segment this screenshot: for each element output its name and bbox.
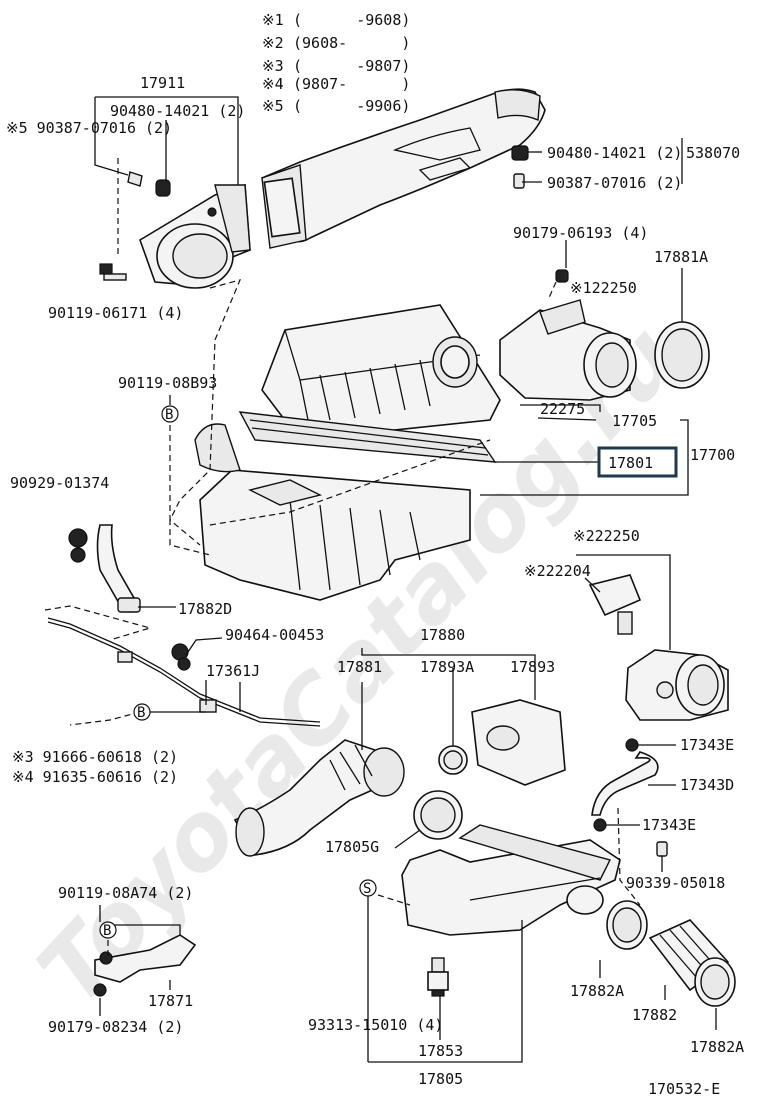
air-flow-meter-122250 [499, 269, 637, 401]
bracket-17871 [93, 934, 197, 997]
leader-lines [94, 96, 717, 1063]
figure-code: 170532-E [648, 1080, 720, 1098]
label-17801: 17801 [608, 454, 653, 472]
label-17343E-top: 17343E [680, 736, 734, 754]
grommet-left [155, 179, 171, 197]
note-range-1: ( -9608) [293, 11, 410, 29]
label-17881: 17881 [337, 658, 382, 676]
ref-symbol-s: S [359, 879, 377, 897]
clamp-17805G [413, 790, 463, 840]
label-17361J: 17361J [206, 662, 260, 680]
resonator-17805 [401, 824, 621, 936]
label-17700: 17700 [690, 446, 735, 464]
label-93313-15010: 93313-15010 (4) [308, 1016, 443, 1034]
ref-symbol-b-top: B [161, 405, 179, 423]
label-90179-06193: 90179-06193 (4) [513, 224, 648, 242]
note-mark-5: ※5 [262, 97, 284, 115]
clip-right [513, 173, 525, 189]
note-mark-3: ※3 [262, 57, 284, 75]
label-538070: 538070 [686, 144, 740, 162]
note-range-5: ( -9906) [293, 97, 410, 115]
label-22275: 22275 [540, 400, 585, 418]
label-90119-06171: 90119-06171 (4) [48, 304, 183, 322]
label-91666: ※3 91666-60618 (2) [12, 748, 178, 766]
resonator-cap-17893 [471, 699, 566, 786]
label-17343E-bottom: 17343E [642, 816, 696, 834]
label-17880: 17880 [420, 626, 465, 644]
svg-text:B: B [103, 923, 111, 939]
note-range-3: ( -9807) [293, 57, 410, 75]
intake-duct-538070 [260, 88, 546, 249]
clip-left [127, 171, 143, 187]
svg-text:S: S [363, 881, 371, 897]
bracket-17853 [427, 957, 449, 997]
grommet-right [511, 145, 529, 161]
note-mark-1: ※1 [262, 11, 284, 29]
hose-clamp-17881A [654, 321, 710, 389]
label-90179-08234: 90179-08234 (2) [48, 1018, 183, 1036]
air-cleaner-case [194, 423, 471, 601]
clip-90339-05018 [656, 841, 668, 857]
label-17871: 17871 [148, 992, 193, 1010]
label-90480-left: 90480-14021 (2) [110, 102, 245, 120]
label-17705: 17705 [612, 412, 657, 430]
clip-90929-01374 [68, 528, 88, 563]
inlet-hose-17881 [233, 739, 405, 857]
label-17893A: 17893A [420, 658, 474, 676]
label-90119-08B93: 90119-08B93 [118, 374, 217, 392]
ref-symbol-b-mid: B [133, 703, 151, 721]
clamp-17882A-upper [606, 900, 648, 950]
hose-17343D [591, 738, 659, 832]
throttle-body-222250 [625, 649, 729, 721]
label-90387-left: ※5 90387-07016 (2) [6, 119, 172, 137]
label-90464-00453: 90464-00453 [225, 626, 324, 644]
clamp-90464-00453 [171, 643, 191, 671]
label-90119-08A74: 90119-08A74 (2) [58, 884, 193, 902]
highlight-box-17801 [597, 446, 678, 478]
note-block: ※1 ( -9608) ※2 (9608- ) ※3 ( -9807) ※4 (… [262, 11, 410, 115]
label-17911: 17911 [140, 74, 185, 92]
part-labels: 17911 90480-14021 (2) ※5 90387-07016 (2)… [6, 74, 744, 1098]
label-17805G: 17805G [325, 838, 379, 856]
label-17343D: 17343D [680, 776, 734, 794]
note-mark-2: ※2 [262, 34, 284, 52]
label-17805: 17805 [418, 1070, 463, 1088]
label-90480-right: 90480-14021 (2) [547, 144, 682, 162]
label-17893: 17893 [510, 658, 555, 676]
svg-text:B: B [137, 705, 145, 721]
note-range-2: (9608- ) [293, 34, 410, 52]
clamp-17882A-lower [694, 957, 736, 1007]
label-17882: 17882 [632, 1006, 677, 1024]
svg-text:B: B [165, 407, 173, 423]
label-222204: ※222204 [524, 562, 591, 580]
note-mark-4: ※4 [262, 75, 284, 93]
label-17881A: 17881A [654, 248, 708, 266]
label-91635: ※4 91635-60616 (2) [12, 768, 178, 786]
label-17853: 17853 [418, 1042, 463, 1060]
label-90387-right: 90387-07016 (2) [547, 174, 682, 192]
label-122250: ※122250 [570, 279, 637, 297]
pipe-17361J [47, 617, 321, 727]
clamp-17893A [438, 745, 468, 775]
label-17882A-lower: 17882A [690, 1038, 744, 1056]
label-90339-05018: 90339-05018 [626, 874, 725, 892]
dashed-lines [44, 158, 641, 960]
label-90929-01374: 90929-01374 [10, 474, 109, 492]
bolt-90119-06171 [99, 263, 127, 281]
label-222250: ※222250 [573, 527, 640, 545]
ref-symbol-b-bottom: B [99, 921, 117, 939]
label-17882A-upper: 17882A [570, 982, 624, 1000]
sensor-222204 [588, 574, 642, 635]
air-inlet-17911 [139, 183, 251, 289]
note-range-4: (9807- ) [293, 75, 410, 93]
label-17882D: 17882D [178, 600, 232, 618]
hose-17882D [96, 524, 141, 614]
